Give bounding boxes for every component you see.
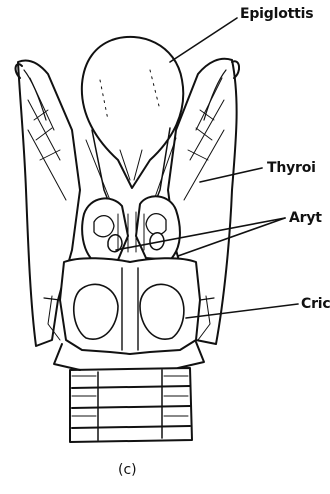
- cricoid-label: Cric: [301, 296, 330, 312]
- epiglottis-cartilage: [82, 37, 183, 188]
- arytenoid-label: Aryt: [289, 210, 322, 226]
- epiglottis-label: Epiglottis: [240, 6, 313, 22]
- figure-caption: (c): [118, 462, 137, 478]
- trachea: [70, 368, 192, 442]
- arytenoid-cartilages: [82, 196, 180, 262]
- cricoid-cartilage: [44, 258, 214, 370]
- epiglottis-leader: [170, 18, 237, 62]
- thyroid-label: Thyroi: [267, 160, 316, 176]
